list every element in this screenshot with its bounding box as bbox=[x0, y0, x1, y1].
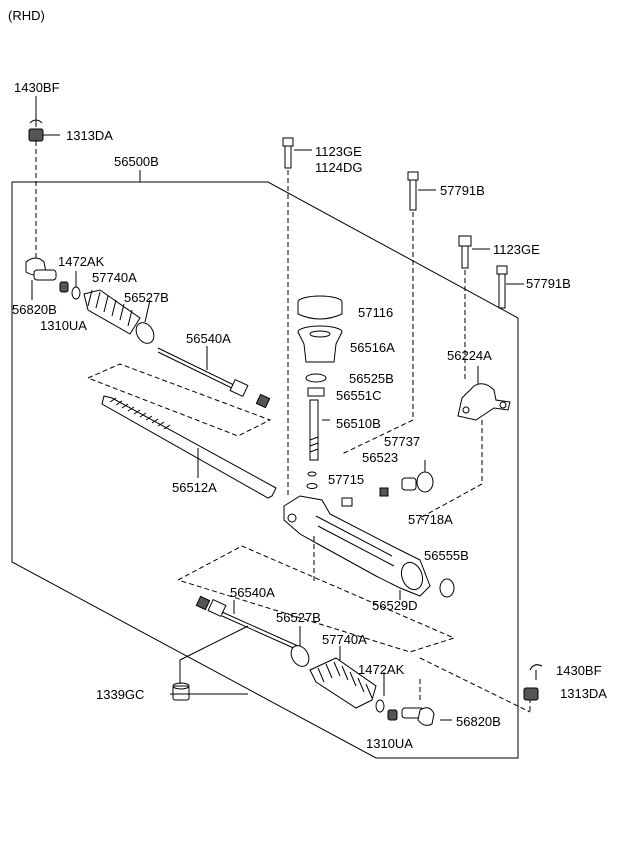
seal-56555b bbox=[439, 578, 455, 598]
bellows-top bbox=[83, 289, 141, 335]
clamp-top bbox=[135, 299, 155, 344]
label-56551c: 56551C bbox=[336, 388, 382, 403]
label-57737: 57737 bbox=[384, 434, 420, 449]
label-56224a: 56224A bbox=[447, 348, 492, 363]
label-56555b: 56555B bbox=[424, 548, 469, 563]
o-ring bbox=[305, 373, 327, 383]
snap-ring bbox=[307, 471, 317, 477]
label-56510b: 56510B bbox=[336, 416, 381, 431]
lock-nut-bottom bbox=[387, 709, 398, 721]
label-1123ge-b: 1123GE bbox=[493, 242, 540, 257]
cotter-pin-bottom bbox=[529, 664, 543, 680]
castle-nut-bottom bbox=[523, 687, 539, 701]
label-57715: 57715 bbox=[328, 472, 364, 487]
castle-nut-top bbox=[28, 128, 60, 142]
label-1313da-bottom: 1313DA bbox=[560, 686, 607, 701]
tie-rod-outline-top bbox=[87, 363, 272, 437]
tie-rod-outline-bottom bbox=[177, 545, 456, 653]
label-57740a-bottom: 57740A bbox=[322, 632, 367, 647]
label-57718a: 57718A bbox=[408, 512, 453, 527]
lock-nut-56523 bbox=[379, 487, 389, 497]
label-56512a: 56512A bbox=[172, 480, 217, 495]
label-1430bf-bottom: 1430BF bbox=[556, 663, 602, 678]
label-1123ge-a: 1123GE bbox=[315, 144, 362, 159]
leader-57791b-b bbox=[341, 419, 414, 455]
pinion-cap bbox=[297, 295, 343, 320]
label-57116: 57116 bbox=[358, 305, 393, 320]
adjust-plug bbox=[401, 477, 417, 491]
label-56527b-bottom: 56527B bbox=[276, 610, 321, 625]
label-56500b: 56500B bbox=[114, 154, 159, 169]
variant-label: (RHD) bbox=[8, 8, 45, 23]
label-56527b-top: 56527B bbox=[124, 290, 169, 305]
spring-57715 bbox=[341, 497, 353, 507]
bolt-57791b-top bbox=[407, 171, 436, 211]
bolt-57791b-right bbox=[496, 265, 524, 309]
leader-tierod-bottom-b bbox=[419, 657, 531, 713]
bolt-1123ge-right bbox=[458, 235, 490, 269]
label-1124dg: 1124DG bbox=[315, 160, 362, 175]
label-leaders bbox=[35, 96, 248, 695]
label-56525b: 56525B bbox=[349, 371, 394, 386]
yoke-housing bbox=[297, 325, 343, 363]
label-57791b-b: 57791B bbox=[526, 276, 571, 291]
label-57791b-a: 57791B bbox=[440, 183, 485, 198]
label-57740a-top: 57740A bbox=[92, 270, 137, 285]
nut-1339gc bbox=[172, 625, 249, 701]
clip-top bbox=[71, 271, 81, 300]
label-1339gc: 1339GC bbox=[96, 687, 144, 702]
clamp-bottom bbox=[290, 626, 310, 667]
label-56820b-top: 56820B bbox=[12, 302, 57, 317]
rack-bar bbox=[101, 395, 277, 499]
label-56540a-bottom: 56540A bbox=[230, 585, 275, 600]
bolt-top-center bbox=[282, 137, 312, 169]
tie-rod-end-bottom bbox=[401, 707, 452, 726]
mounting-bracket bbox=[457, 366, 511, 421]
bearing bbox=[307, 387, 325, 397]
label-56820b-bottom: 56820B bbox=[456, 714, 501, 729]
pinion-shaft bbox=[309, 399, 330, 461]
clip-bottom bbox=[375, 672, 385, 713]
retaining-ring bbox=[416, 471, 434, 493]
label-56529d: 56529D bbox=[372, 598, 418, 613]
label-1430bf-top: 1430BF bbox=[14, 80, 60, 95]
label-56523: 56523 bbox=[362, 450, 398, 465]
label-1472ak-top: 1472AK bbox=[58, 254, 105, 269]
assembly-boundary bbox=[11, 170, 519, 759]
washer bbox=[306, 483, 318, 489]
label-56516a: 56516A bbox=[350, 340, 395, 355]
leader-bracket-b bbox=[418, 483, 483, 521]
label-1472ak-bottom: 1472AK bbox=[358, 662, 405, 677]
part-labels: 1430BF 1313DA 56500B 1123GE 1124DG 57791… bbox=[12, 80, 607, 751]
lock-nut-top bbox=[59, 281, 69, 293]
gear-housing bbox=[283, 495, 431, 597]
label-1310ua-top: 1310UA bbox=[40, 318, 87, 333]
label-1313da-top: 1313DA bbox=[66, 128, 113, 143]
label-1310ua-bottom: 1310UA bbox=[366, 736, 413, 751]
bellows-bottom bbox=[309, 646, 377, 709]
inner-tie-rod-bottom bbox=[195, 595, 299, 651]
inner-tie-rod-top bbox=[157, 346, 271, 409]
tie-rod-end-top bbox=[25, 257, 57, 300]
label-56540a-top: 56540A bbox=[186, 331, 231, 346]
